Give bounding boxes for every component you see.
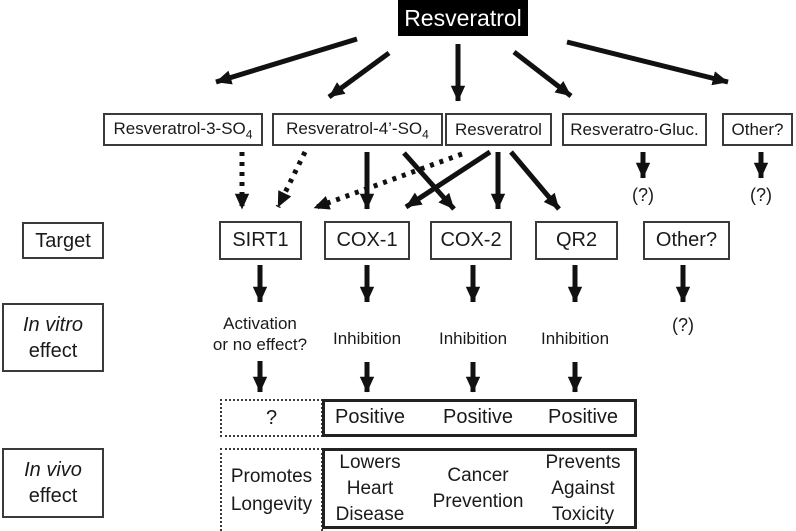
result-label: ? [265, 406, 278, 429]
invivo-qr2: Prevents Against Toxicity [546, 448, 621, 529]
target-label: COX-2 [440, 229, 502, 251]
arrow-resveratrol-to-qr2 [509, 150, 561, 211]
invivo-line: Toxicity [551, 503, 615, 525]
invivo-line: Heart [346, 477, 394, 499]
invivo-line: Lowers [339, 451, 401, 473]
metabolite-box-other: Other? [722, 113, 793, 146]
invivo-line: Disease [335, 503, 405, 525]
row-label-text: effect [28, 339, 78, 362]
target-box-other: Other? [643, 221, 730, 260]
result-label-qr2: Positive [547, 406, 619, 428]
unknown-mark-gluc: (?) [632, 185, 654, 205]
invitro-effect-qr2: Inhibition [540, 329, 610, 348]
effect-line: or no effect? [212, 335, 308, 354]
arrow-resveratrol-to-cox1 [404, 149, 492, 210]
target-box-qr2: QR2 [535, 221, 618, 260]
invivo-line: Prevention [432, 490, 524, 512]
invitro-effect-other: (?) [672, 315, 694, 335]
result-box-sirt1: ? [220, 399, 323, 437]
arrow-4so4-to-sirt1 [275, 150, 308, 209]
metabolite-label-subscript: 4 [245, 127, 253, 142]
metabolite-box-resveratrol-4so4: Resveratrol-4’-SO4 [272, 113, 443, 146]
row-label-text: In vivo [24, 459, 82, 481]
invivo-line: Longevity [230, 493, 313, 515]
target-label: COX-1 [336, 229, 398, 251]
target-label: Other? [655, 229, 718, 251]
invivo-line: Cancer [447, 464, 509, 486]
invivo-line: Prevents [545, 451, 621, 473]
arrow-title-to-other [566, 39, 729, 86]
row-label-invitro-effect: In vitro effect [2, 303, 104, 372]
invitro-effect-sirt1: Activation or no effect? [213, 313, 307, 355]
metabolite-label: Resveratrol-4’-SO [286, 118, 423, 138]
arrow-title-to-3so4 [215, 36, 358, 85]
target-box-sirt1: SIRT1 [219, 221, 302, 260]
invivo-line: Promotes [230, 465, 313, 487]
unknown-mark-other: (?) [750, 185, 772, 205]
result-label-cox2: Positive [442, 406, 514, 428]
target-label: QR2 [555, 229, 598, 251]
result-label-cox1: Positive [334, 406, 406, 428]
metabolite-label-subscript: 4 [422, 127, 429, 142]
arrow-title-to-gluc [512, 50, 573, 98]
result-box-positive [322, 399, 637, 437]
arrow-4so4-to-cox2 [402, 151, 456, 211]
invitro-effect-cox2: Inhibition [438, 329, 508, 348]
metabolite-label: Other? [731, 119, 784, 139]
target-box-cox1: COX-1 [324, 221, 410, 260]
row-label-invivo-effect: In vivo effect [2, 448, 104, 518]
target-box-cox2: COX-2 [430, 221, 512, 260]
title-box: Resveratrol [398, 0, 528, 36]
row-label-text: Target [35, 229, 91, 252]
metabolite-label: Resveratro-Gluc. [570, 119, 699, 139]
invivo-box-group [322, 448, 637, 529]
arrow-title-to-4so4 [327, 50, 391, 100]
title-label: Resveratrol [404, 4, 522, 31]
metabolite-label: Resveratrol [455, 119, 542, 139]
metabolite-box-resveratrol-gluc: Resveratro-Gluc. [562, 113, 707, 146]
invivo-box-sirt1: Promotes Longevity [220, 448, 323, 531]
metabolite-box-resveratrol: Resveratrol [445, 113, 552, 146]
invivo-cox1: Lowers Heart Disease [336, 448, 405, 529]
target-label: SIRT1 [232, 229, 289, 251]
row-label-target: Target [22, 222, 104, 259]
invivo-cox2: Cancer Prevention [433, 448, 524, 529]
invivo-line: Against [551, 477, 615, 499]
metabolite-box-resveratrol-3-so4: Resveratrol-3-SO4 [103, 113, 263, 146]
arrow-resveratrol-to-sirt1 [313, 151, 463, 211]
row-label-text: In vitro [22, 313, 84, 336]
effect-line: Activation [223, 314, 297, 333]
metabolite-label: Resveratrol-3-SO [113, 118, 246, 138]
row-label-text: effect [28, 485, 78, 507]
invitro-effect-cox1: Inhibition [332, 329, 402, 348]
